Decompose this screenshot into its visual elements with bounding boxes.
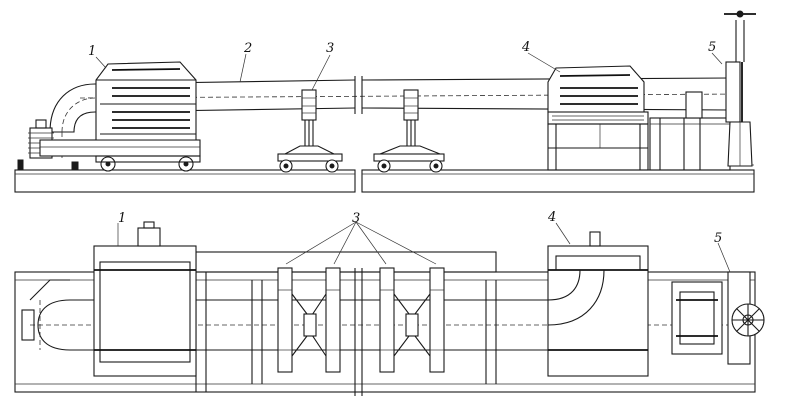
plan-callouts: 1 3 4 5 <box>118 210 722 246</box>
plan-cross-members <box>195 251 497 396</box>
side-callout-2: 2 <box>243 41 252 56</box>
plan-view <box>14 221 765 396</box>
plan-callout-4: 4 <box>547 210 556 225</box>
plan-support-right <box>379 267 445 373</box>
side-unit-4 <box>547 65 649 171</box>
side-support-trolley-right <box>373 89 445 173</box>
side-callout-4: 4 <box>521 40 530 55</box>
side-callout-5: 5 <box>708 40 716 55</box>
plan-leaders <box>117 221 731 273</box>
side-leaders <box>95 52 723 91</box>
side-unit-5 <box>649 10 756 171</box>
side-view <box>14 10 756 193</box>
plan-unit-1 <box>21 221 197 377</box>
plan-support-left <box>277 267 341 373</box>
plan-callout-3: 3 <box>352 211 360 226</box>
side-support-trolley-left <box>277 89 343 173</box>
side-callouts: 1 2 3 4 5 <box>88 40 716 59</box>
plan-callout-1: 1 <box>118 211 126 226</box>
plan-unit-5 <box>671 271 765 365</box>
side-unit-1 <box>17 61 201 172</box>
plan-callout-5: 5 <box>714 231 722 246</box>
side-callout-3: 3 <box>326 41 334 56</box>
plan-unit-4 <box>547 231 649 377</box>
side-callout-1: 1 <box>88 44 96 59</box>
